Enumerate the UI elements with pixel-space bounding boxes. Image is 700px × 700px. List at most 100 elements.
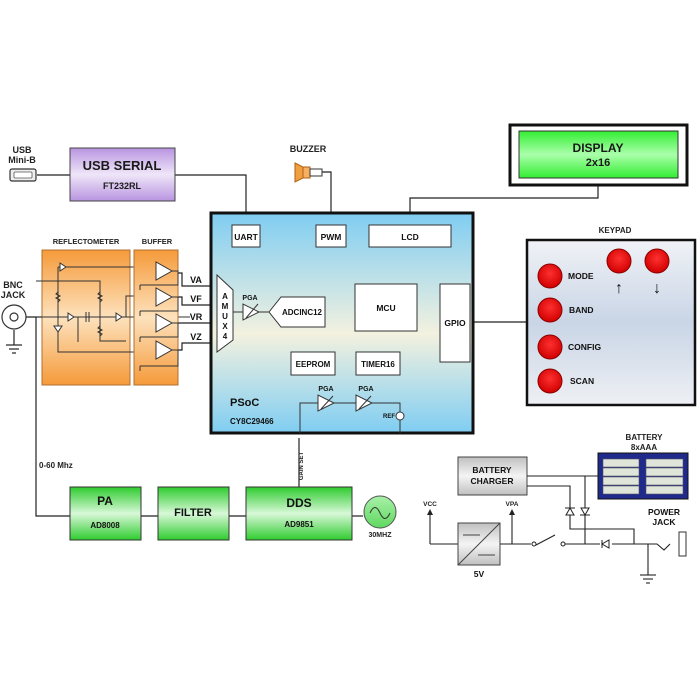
eeprom-label: EEPROM [296, 360, 331, 369]
buzzer-label: BUZZER [290, 144, 327, 154]
battery-charger-block: BATTERY CHARGER [457, 456, 528, 496]
usb-label: USB [12, 145, 32, 155]
keypad-button-config[interactable]: CONFIG [537, 334, 601, 360]
oscillator: 30MHZ [363, 495, 397, 539]
regulator-label: 5V [474, 569, 485, 579]
amux-letter: U [222, 312, 228, 321]
gpio-block [439, 283, 471, 363]
battery-cells [602, 458, 684, 495]
buzzer-icon [294, 162, 304, 183]
display-block: DISPLAY 2x16 [508, 123, 689, 187]
bnc-jack: BNC JACK [1, 280, 27, 330]
ref-node-icon [395, 411, 405, 421]
usb-sublabel: Mini-B [8, 155, 36, 165]
pa-block: PA AD8008 [69, 486, 142, 541]
signal-vz: VZ [190, 332, 202, 342]
scan-label: SCAN [570, 376, 594, 386]
diode-icon [565, 506, 575, 516]
timer-block [355, 351, 401, 376]
amux-letter: M [222, 302, 229, 311]
battery-sublabel: 8xAAA [631, 443, 657, 452]
keypad-button-band[interactable]: BAND [537, 297, 594, 323]
psoc-name: PSoC [230, 397, 259, 409]
pwm-block [315, 224, 347, 248]
signal-vf: VF [190, 294, 202, 304]
filter-title: FILTER [174, 507, 212, 519]
mcu-block [354, 283, 418, 332]
amux-letter: A [222, 292, 228, 301]
keypad-label: KEYPAD [599, 226, 632, 235]
bnc-sublabel: JACK [1, 290, 26, 300]
dc-jack-icon [678, 531, 687, 557]
voltage-regulator: 5V [457, 522, 501, 579]
lcd-block [368, 224, 452, 248]
adc-block [268, 296, 326, 328]
vpa-label: VPA [506, 501, 519, 508]
psoc-part: CY8C29466 [230, 417, 274, 426]
frequency-range-label: 0-60 Mhz [39, 461, 73, 470]
power-wiring [429, 475, 671, 584]
power-diodes [531, 506, 610, 549]
keypad-button-down[interactable]: ↓ [644, 248, 670, 297]
timer-label: TIMER16 [361, 360, 395, 369]
keypad-button-up[interactable]: ↑ [606, 248, 632, 297]
keypad-button-mode[interactable]: MODE [537, 263, 594, 289]
arrow-up-icon: ↑ [615, 280, 623, 297]
keypad-block: KEYPAD MODE BAND CONFIG SCAN ↑ ↓ [525, 226, 697, 407]
buffer-amplifiers [155, 261, 174, 360]
power-arrows [427, 509, 515, 515]
pa-title: PA [97, 494, 113, 508]
usb-serial-part: FT232RL [103, 181, 142, 191]
pa-part: AD8008 [90, 521, 120, 530]
adc-label: ADCINC12 [282, 308, 323, 317]
arrow-down-icon: ↓ [653, 280, 661, 297]
reflectometer-block: REFLECTOMETER [36, 237, 190, 386]
lcd-label: LCD [401, 232, 418, 242]
mode-label: MODE [568, 271, 594, 281]
eeprom-block [290, 351, 336, 376]
power-jack: POWER JACK [648, 507, 687, 557]
amux-letter: 4 [223, 332, 228, 341]
pwm-label: PWM [321, 232, 342, 242]
config-label: CONFIG [568, 342, 601, 352]
filter-block: FILTER [157, 486, 230, 541]
buffer-block: BUFFER [133, 237, 179, 386]
power-jack-label: POWER [648, 507, 680, 517]
usb-serial-title: USB SERIAL [83, 158, 162, 173]
battery-label: BATTERY [626, 433, 664, 442]
pga2-label: PGA [358, 386, 373, 393]
usb-mini-b-connector: USB Mini-B [8, 145, 37, 182]
wires [6, 171, 599, 517]
usb-serial-block: USB SERIAL FT232RL [69, 147, 176, 202]
amux-letter: X [222, 322, 228, 331]
buffer-label: BUFFER [142, 237, 173, 246]
battery-pack: BATTERY 8xAAA [597, 433, 689, 500]
gain-set-label: GAIN SET [299, 452, 305, 481]
pga-main-label: PGA [242, 295, 257, 302]
reflectometer-label: REFLECTOMETER [53, 237, 120, 246]
diode-icon [580, 507, 590, 517]
dds-title: DDS [286, 496, 311, 510]
signal-labels: VA VF VR VZ [190, 275, 203, 342]
keypad-button-scan[interactable]: SCAN [537, 368, 594, 394]
display-title: DISPLAY [573, 141, 624, 155]
vcc-label: VCC [423, 501, 437, 508]
charger-line2: CHARGER [471, 476, 514, 486]
band-label: BAND [569, 305, 594, 315]
diode-icon [600, 539, 610, 549]
charger-line1: BATTERY [472, 465, 512, 475]
ref-label: REF [383, 414, 395, 420]
buzzer: BUZZER [290, 144, 327, 183]
amux-block [216, 273, 234, 353]
gpio-label: GPIO [444, 318, 466, 328]
signal-va: VA [190, 275, 202, 285]
dds-block: DDS AD9851 [245, 486, 353, 541]
signal-vr: VR [190, 312, 203, 322]
psoc-block: UART PWM LCD A M U X 4 PGA ADCINC12 MCU … [209, 211, 475, 435]
uart-label: UART [234, 232, 258, 242]
oscillator-label: 30MHZ [369, 532, 393, 539]
power-jack-sublabel: JACK [652, 517, 676, 527]
pga1-label: PGA [318, 386, 333, 393]
bnc-label: BNC [3, 280, 23, 290]
